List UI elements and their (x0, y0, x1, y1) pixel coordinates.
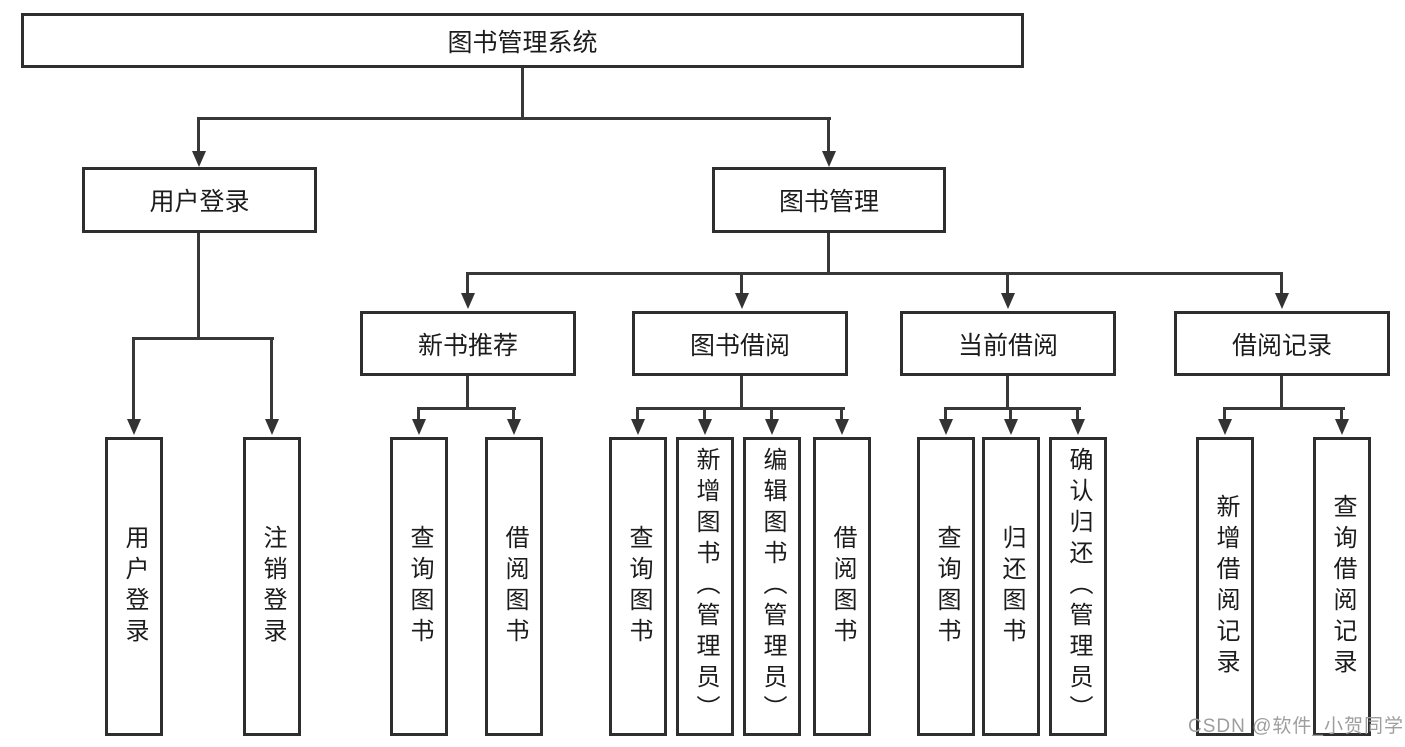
connector-vline (740, 376, 743, 410)
connector-hline (197, 117, 831, 120)
node-bb-add-books-admin: 新增图书（管理员） (676, 437, 734, 736)
connector-vline (944, 407, 947, 421)
connector-vline (1006, 272, 1009, 295)
node-user-login-leaf: 用户登录 (105, 437, 163, 736)
connector-vline (466, 272, 469, 295)
node-user-login: 用户登录 (82, 167, 317, 233)
arrowhead-down (1218, 419, 1232, 435)
arrowhead-down (127, 419, 141, 435)
node-logout: 注销登录 (243, 437, 301, 736)
connector-vline (512, 407, 515, 421)
connector-vline (1340, 407, 1343, 421)
connector-hline (466, 272, 1283, 275)
arrowhead-down (1335, 419, 1349, 435)
arrowhead-down (698, 419, 712, 435)
node-br-query-record: 查询借阅记录 (1313, 437, 1371, 736)
connector-vline (827, 117, 830, 155)
node-current-borrowing: 当前借阅 (900, 311, 1116, 376)
arrowhead-down (1071, 419, 1085, 435)
connector-vline (1006, 376, 1009, 410)
node-borrowing-records: 借阅记录 (1174, 311, 1390, 376)
connector-vline (770, 407, 773, 421)
connector-vline (197, 233, 200, 340)
connector-vline (1280, 376, 1283, 410)
arrowhead-down (265, 419, 279, 435)
arrowhead-down (939, 419, 953, 435)
connector-vline (636, 407, 639, 421)
arrowhead-down (412, 419, 426, 435)
connector-vline (1009, 407, 1012, 421)
arrowhead-down (1004, 419, 1018, 435)
node-new-book-recommend: 新书推荐 (360, 311, 576, 376)
node-bb-query-books: 查询图书 (609, 437, 667, 736)
connector-vline (197, 117, 200, 155)
node-book-borrowing: 图书借阅 (632, 311, 848, 376)
arrowhead-down (631, 419, 645, 435)
arrowhead-down (1001, 293, 1015, 309)
connector-hline (636, 407, 845, 410)
connector-vline (1280, 272, 1283, 295)
connector-vline (417, 407, 420, 421)
connector-vline (827, 233, 830, 275)
node-bb-borrow-books: 借阅图书 (813, 437, 871, 736)
arrowhead-down (1275, 293, 1289, 309)
node-root-library-system: 图书管理系统 (21, 13, 1024, 68)
node-cb-query-books: 查询图书 (917, 437, 975, 736)
connector-hline (417, 407, 516, 410)
arrowhead-down (507, 419, 521, 435)
connector-vline (1076, 407, 1079, 421)
arrowhead-down (735, 293, 749, 309)
connector-vline (1223, 407, 1226, 421)
node-book-management: 图书管理 (712, 167, 946, 233)
arrowhead-down (765, 419, 779, 435)
connector-vline (270, 337, 273, 419)
arrowhead-down (835, 419, 849, 435)
node-br-add-record: 新增借阅记录 (1196, 437, 1254, 736)
connector-vline (132, 337, 135, 419)
node-bb-edit-books-admin: 编辑图书（管理员） (743, 437, 801, 736)
connector-vline (740, 272, 743, 295)
node-cb-return-books: 归还图书 (982, 437, 1040, 736)
watermark: CSDN @软件_小贺同学 (1188, 716, 1404, 737)
connector-hline (1223, 407, 1345, 410)
connector-vline (466, 376, 469, 410)
connector-vline (840, 407, 843, 421)
node-nb-borrow-books: 借阅图书 (485, 437, 543, 736)
connector-hline (944, 407, 1081, 410)
connector-vline (703, 407, 706, 421)
arrowhead-down (822, 151, 836, 167)
arrowhead-down (461, 293, 475, 309)
connector-hline (132, 337, 274, 340)
node-cb-confirm-return-admin: 确认归还（管理员） (1049, 437, 1107, 736)
node-nb-query-books: 查询图书 (390, 437, 448, 736)
connector-vline (521, 68, 524, 120)
arrowhead-down (192, 151, 206, 167)
